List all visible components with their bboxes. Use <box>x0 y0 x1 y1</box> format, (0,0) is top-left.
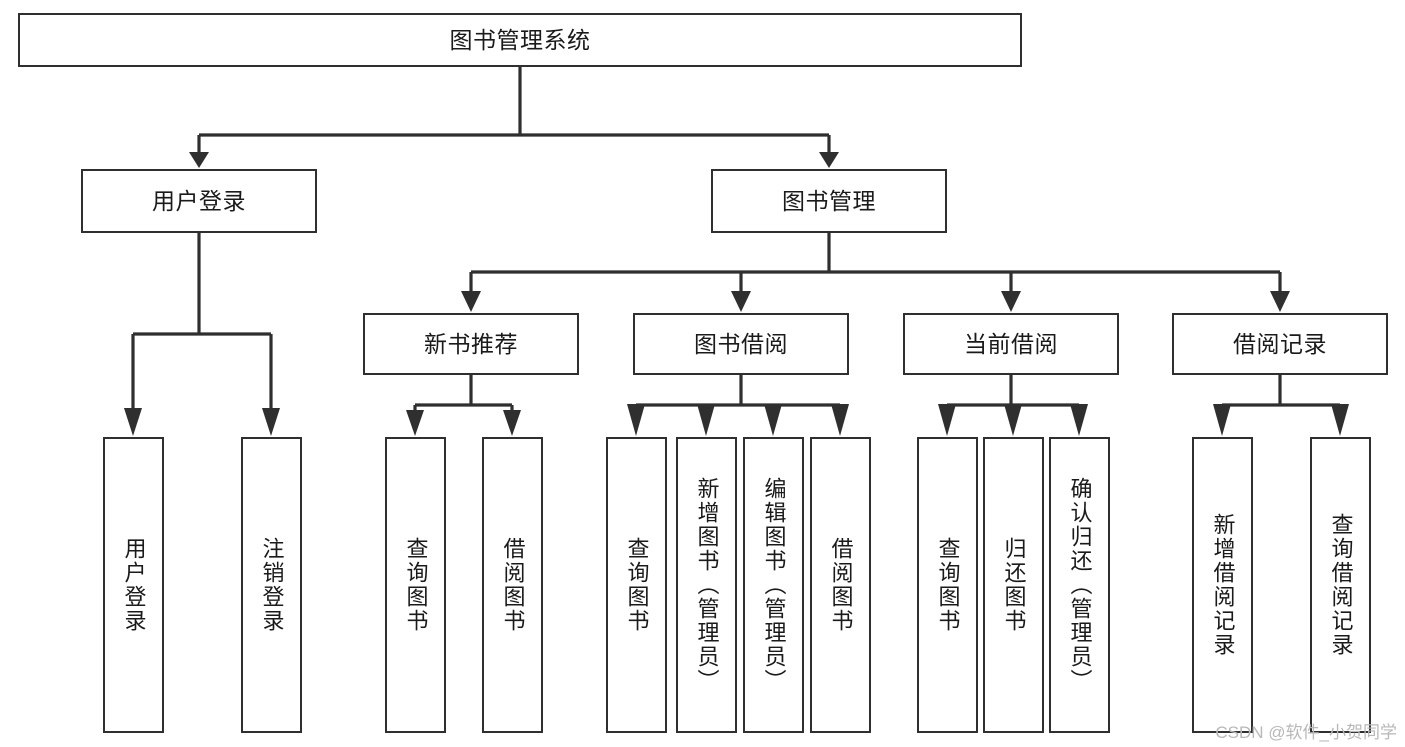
leaf-user-logout[interactable]: 注销登录 <box>241 437 302 733</box>
leaf-borrow-book-2[interactable]: 借阅图书 <box>810 437 871 733</box>
leaf-borrow-book-2-label: 借阅图书 <box>828 537 854 633</box>
br-arrowheads <box>1213 404 1349 436</box>
leaf-query-record-label: 查询借阅记录 <box>1328 513 1354 657</box>
leaf-query-book-3[interactable]: 查询图书 <box>917 437 978 733</box>
current-borrow-connectors <box>947 375 1079 407</box>
nbr-arrowheads <box>406 410 521 436</box>
leaf-user-login-label: 用户登录 <box>121 537 147 633</box>
leaf-user-logout-label: 注销登录 <box>259 537 285 633</box>
node-book-borrow[interactable]: 图书借阅 <box>633 313 849 375</box>
node-root-system[interactable]: 图书管理系统 <box>18 13 1022 67</box>
leaf-add-record-label: 新增借阅记录 <box>1210 513 1236 657</box>
leaf-query-book-2[interactable]: 查询图书 <box>606 437 667 733</box>
node-new-book-recommend-label: 新书推荐 <box>424 330 518 357</box>
book-manage-connectors <box>469 233 1282 293</box>
leaf-confirm-return-label: 确认归还（管理员） <box>1067 477 1093 693</box>
node-current-borrow-label: 当前借阅 <box>964 330 1058 357</box>
level3-arrowheads <box>461 291 1290 312</box>
node-current-borrow[interactable]: 当前借阅 <box>903 313 1119 375</box>
node-borrow-record-label: 借阅记录 <box>1233 330 1327 357</box>
node-borrow-record[interactable]: 借阅记录 <box>1172 313 1388 375</box>
leaf-query-book-1-label: 查询图书 <box>403 537 429 633</box>
cb-arrowheads <box>938 404 1088 436</box>
node-book-manage-label: 图书管理 <box>782 187 876 214</box>
leaf-return-book[interactable]: 归还图书 <box>983 437 1044 733</box>
leaf-query-book-2-label: 查询图书 <box>624 537 650 633</box>
leaf-borrow-book-1-label: 借阅图书 <box>500 537 526 633</box>
leaf-query-book-1[interactable]: 查询图书 <box>385 437 446 733</box>
level2-arrowheads <box>189 152 839 168</box>
bb-arrowheads <box>627 404 849 436</box>
node-book-borrow-label: 图书借阅 <box>694 330 788 357</box>
leaf-return-book-label: 归还图书 <box>1001 537 1027 633</box>
user-login-connectors <box>131 233 273 410</box>
borrow-record-connectors <box>1222 375 1340 407</box>
leaf-add-book[interactable]: 新增图书（管理员） <box>676 437 737 733</box>
leaf-add-book-label: 新增图书（管理员） <box>694 477 720 693</box>
leaf-query-book-3-label: 查询图书 <box>935 537 961 633</box>
user-login-arrowheads <box>124 408 280 436</box>
csdn-watermark: CSDN @软件_小贺同学 <box>1215 723 1397 742</box>
root-to-level2-connectors <box>197 67 831 155</box>
leaf-user-login[interactable]: 用户登录 <box>103 437 164 733</box>
leaf-add-record[interactable]: 新增借阅记录 <box>1192 437 1253 733</box>
leaf-borrow-book-1[interactable]: 借阅图书 <box>482 437 543 733</box>
leaf-query-record[interactable]: 查询借阅记录 <box>1310 437 1371 733</box>
leaf-edit-book[interactable]: 编辑图书（管理员） <box>743 437 804 733</box>
node-book-manage[interactable]: 图书管理 <box>711 169 947 233</box>
leaf-edit-book-label: 编辑图书（管理员） <box>761 477 787 693</box>
node-new-book-recommend[interactable]: 新书推荐 <box>363 313 579 375</box>
book-borrow-connectors <box>636 375 840 407</box>
new-book-recommend-connectors <box>413 375 514 412</box>
node-user-login[interactable]: 用户登录 <box>81 169 317 233</box>
node-user-login-label: 用户登录 <box>152 187 246 214</box>
node-root-label: 图书管理系统 <box>449 26 591 53</box>
leaf-confirm-return[interactable]: 确认归还（管理员） <box>1049 437 1110 733</box>
